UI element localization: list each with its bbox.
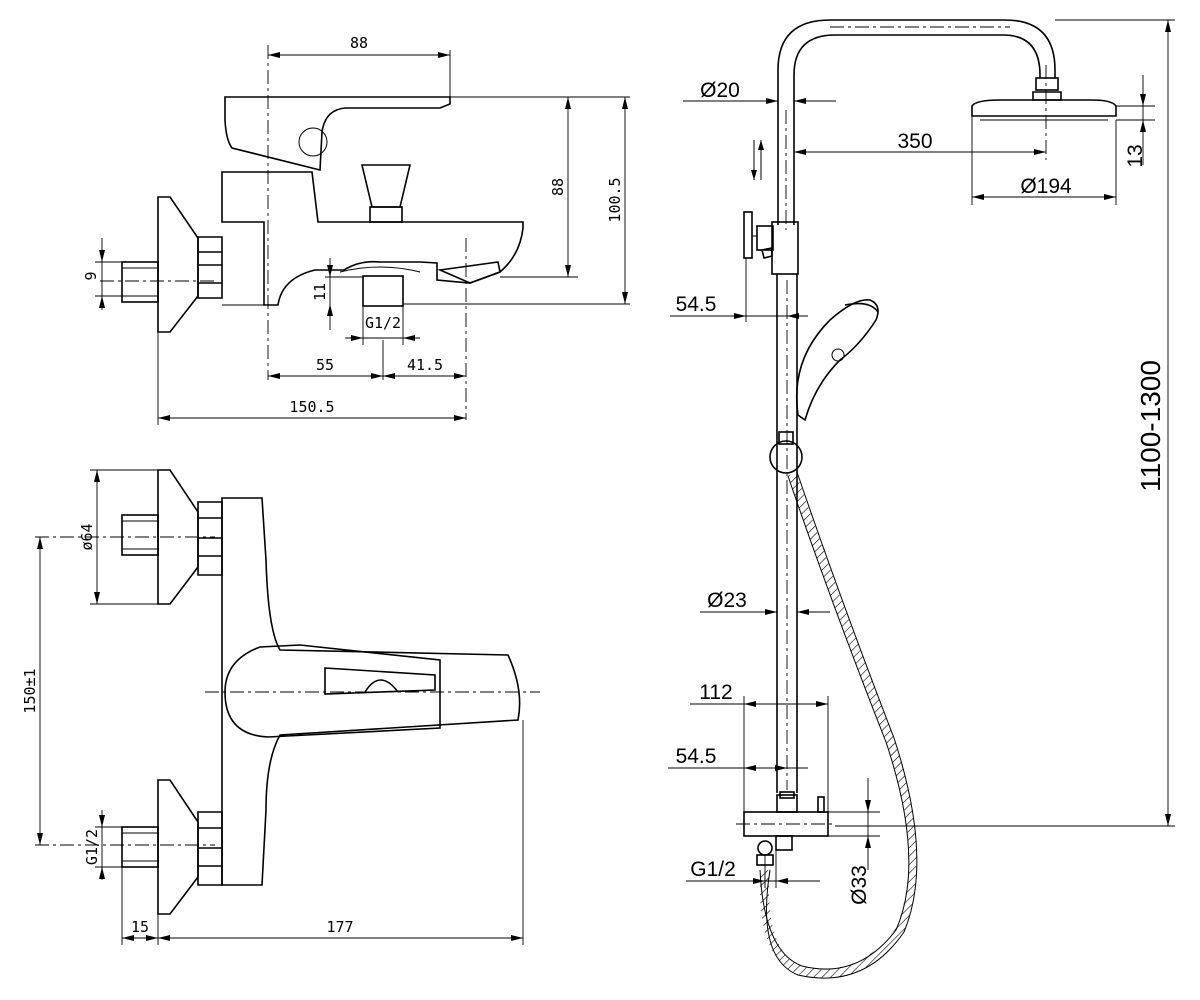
- dim-mixer-dia: Ø33: [848, 865, 871, 905]
- dim-inlet-thread: G1/2: [690, 858, 736, 881]
- dim-centers: 150±1: [21, 668, 39, 713]
- diverter-knob: [360, 164, 412, 208]
- dim-holder-offset-top: 54.5: [676, 293, 717, 316]
- dim-mixer-width: 112: [699, 681, 732, 704]
- mixer-body: [221, 171, 524, 306]
- dim-pipe-lower: Ø23: [707, 589, 747, 612]
- dim-reach-350: 350: [897, 130, 932, 153]
- dim-height-88: 88: [549, 178, 567, 196]
- dim-flange-dia: ø64: [78, 523, 96, 550]
- dim-depth-177: 177: [326, 918, 353, 936]
- dim-wall-15: 15: [131, 918, 149, 936]
- dim-height-range: 1100-1300: [1135, 360, 1166, 492]
- spout-outlet: [362, 275, 404, 307]
- shower-head-connector: [1035, 77, 1059, 91]
- bottom-flange: [157, 779, 199, 915]
- shower-holder: [769, 440, 803, 474]
- wall-flange: [157, 196, 199, 333]
- inlet-fitting: [757, 840, 773, 856]
- adjust-knob: [743, 211, 753, 259]
- dim-head-dia: Ø194: [1020, 175, 1072, 198]
- top-handle: [224, 644, 441, 738]
- shower-hose: [759, 472, 918, 978]
- dim-spacing-55: 55: [316, 356, 334, 374]
- faucet-top-view: ø64 150±1 G1/2 15 177: [21, 469, 540, 945]
- upper-riser: [777, 19, 1056, 225]
- hand-shower: [795, 299, 879, 422]
- dim-head-thickness: 13: [1124, 144, 1147, 167]
- dim-pipe-upper: Ø20: [700, 79, 740, 102]
- lever-handle: [224, 96, 451, 172]
- inlet-stub: [121, 261, 159, 303]
- faucet-side-view: 88 88 100.5 9 11 G1/2: [82, 34, 630, 425]
- dim-thread-g12: G1/2: [365, 314, 401, 332]
- hex-nut: [197, 236, 223, 299]
- dim-holder-offset-bottom: 54.5: [676, 745, 717, 768]
- dim-inlet-9: 9: [82, 271, 100, 280]
- dim-outlet-11: 11: [311, 283, 329, 301]
- dim-height-100-5: 100.5: [606, 177, 624, 222]
- slider-collar: [771, 221, 799, 275]
- top-body: [221, 497, 521, 886]
- shower-column: Ø20 350 13 Ø194 54.5: [668, 19, 1175, 979]
- dim-spacing-41-5: 41.5: [407, 356, 443, 374]
- dim-top-thread: G1/2: [83, 829, 101, 865]
- dim-top-88: 88: [350, 34, 368, 52]
- shower-head: [971, 99, 1117, 117]
- dim-overall-150-5: 150.5: [289, 398, 334, 416]
